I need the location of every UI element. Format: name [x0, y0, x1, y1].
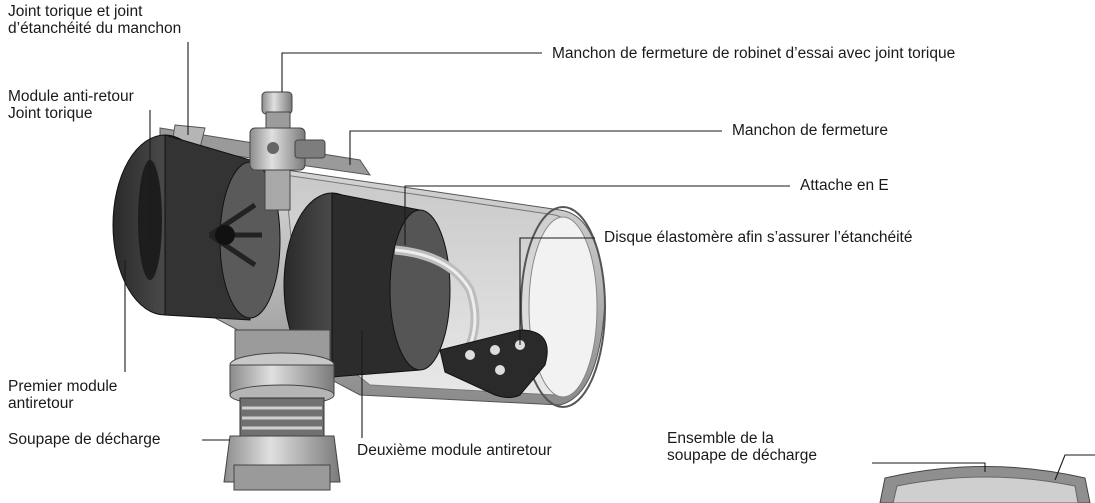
label-premier-module: Premier module antiretour	[8, 378, 118, 412]
label-module-anti-retour-joint: Module anti-retour Joint torique	[8, 88, 134, 122]
label-manchon-fermeture: Manchon de fermeture	[732, 122, 888, 139]
relief-valve	[223, 329, 341, 491]
label-joint-torique-manchon: Joint torique et joint d’étanchéité du m…	[8, 3, 182, 37]
test-cock	[249, 91, 326, 211]
relief-valve-assembly-inset	[879, 466, 1091, 503]
label-soupape-decharge: Soupape de décharge	[8, 431, 161, 448]
label-ensemble-soupape: Ensemble de la soupape de décharge	[667, 430, 817, 464]
leader-lines	[124, 42, 1095, 481]
label-disque-elastomere: Disque élastomère afin s’assurer l’étanc…	[604, 229, 913, 246]
label-attache-en-e: Attache en E	[800, 177, 889, 194]
label-deuxieme-module: Deuxième module antiretour	[357, 442, 552, 459]
label-manchon-robinet-essai: Manchon de fermeture de robinet d’essai …	[552, 45, 956, 62]
elastomer-disc	[439, 329, 548, 398]
